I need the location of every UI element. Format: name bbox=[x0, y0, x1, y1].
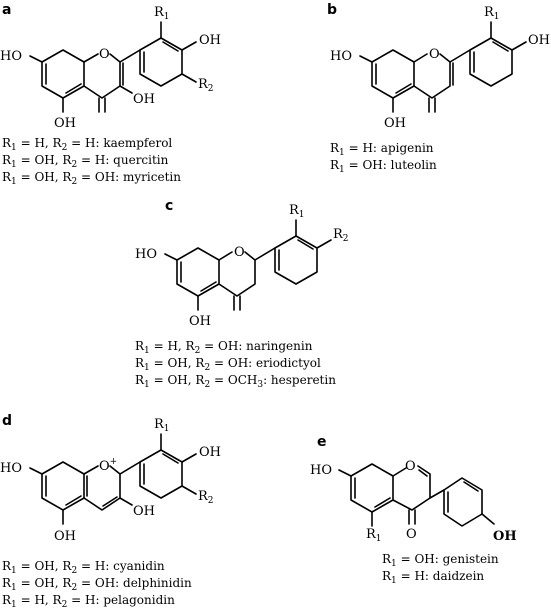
panel-b-captions: R1 = H: apigenin R1 = OH: luteolin bbox=[330, 141, 437, 175]
panel-a-r2: R2 bbox=[198, 77, 214, 94]
panel-c: c O HO OH R1 R2 R1 = H, R2 = OH: naringe… bbox=[135, 198, 349, 390]
panel-d-letter: d bbox=[2, 413, 12, 429]
panel-e-ring-oxygen: O bbox=[405, 459, 416, 474]
panel-e-ho-left: HO bbox=[310, 463, 332, 478]
panel-d-captions: R1 = OH, R2 = H: cyanidin R1 = OH, R2 = … bbox=[2, 559, 192, 608]
panel-b-oh-bottom: OH bbox=[384, 116, 406, 131]
panel-a: a O HO OH bbox=[0, 2, 221, 187]
panel-e-oh-right: OH bbox=[493, 529, 517, 544]
panel-b-structure: O HO OH OH R1 bbox=[330, 5, 550, 131]
panel-d-oh-bottom: OH bbox=[54, 529, 76, 544]
panel-c-ring-b bbox=[274, 235, 318, 285]
panel-b-ring-a bbox=[371, 49, 415, 99]
panel-a-letter: a bbox=[2, 2, 11, 18]
panel-c-ring-a bbox=[176, 247, 220, 297]
panel-d-ho-left: HO bbox=[0, 461, 22, 476]
panel-d-structure: O+ HO OH OH OH R1 R2 bbox=[0, 417, 221, 544]
panel-d-ring-oxygen: O+ bbox=[99, 457, 117, 474]
panel-a-oh-top: OH bbox=[199, 33, 221, 48]
panel-e-r1: R1 bbox=[366, 527, 382, 544]
panel-e-caption-1: R1 = OH: genistein bbox=[382, 552, 499, 569]
panel-c-structure: O HO OH R1 R2 bbox=[135, 203, 349, 329]
panel-d-r1: R1 bbox=[154, 417, 170, 434]
panel-a-ring-oxygen: O bbox=[99, 47, 110, 62]
panel-d-caption-3: R1 = H, R2 = H: pelagonidin bbox=[2, 593, 175, 608]
panel-c-caption-2: R1 = OH, R2 = OH: eriodictyol bbox=[135, 356, 321, 373]
panel-a-ring-a bbox=[41, 49, 85, 99]
panel-b-letter: b bbox=[327, 2, 337, 18]
panel-c-ho-left: HO bbox=[135, 247, 157, 262]
panel-e-structure: O O HO OH R1 bbox=[310, 459, 517, 544]
panel-d-oh-mid: OH bbox=[133, 504, 155, 519]
panel-c-captions: R1 = H, R2 = OH: naringenin R1 = OH, R2 … bbox=[135, 339, 336, 390]
panel-a-caption-3: R1 = OH, R2 = OH: myricetin bbox=[2, 170, 181, 187]
panel-e-keto-oxygen: O bbox=[406, 527, 417, 542]
panel-d-ring-a bbox=[41, 461, 85, 511]
panel-d-ring-b bbox=[139, 449, 183, 499]
panel-a-r1: R1 bbox=[154, 5, 170, 22]
panel-a-caption-1: R1 = H, R2 = H: kaempferol bbox=[2, 136, 172, 153]
panel-b-ho-left: HO bbox=[330, 49, 352, 64]
panel-c-caption-3: R1 = OH, R2 = OCH3: hesperetin bbox=[135, 373, 336, 390]
panel-b-caption-2: R1 = OH: luteolin bbox=[330, 158, 437, 175]
panel-d-caption-1: R1 = OH, R2 = H: cyanidin bbox=[2, 559, 165, 576]
panel-e-ring-a bbox=[350, 463, 394, 513]
panel-b-r1: R1 bbox=[484, 5, 500, 22]
panel-b-oh-top: OH bbox=[528, 33, 550, 48]
panel-a-ho-left: HO bbox=[0, 49, 22, 64]
panel-c-oh-bottom: OH bbox=[189, 314, 211, 329]
panel-c-ring-c bbox=[218, 251, 256, 297]
panel-e-letter: e bbox=[317, 434, 327, 450]
panel-a-caption-2: R1 = OH, R2 = H: quercitin bbox=[2, 153, 169, 170]
panel-c-r1: R1 bbox=[289, 203, 305, 220]
panel-b-ring-c bbox=[413, 53, 451, 99]
panel-a-ring-b bbox=[139, 37, 183, 87]
panel-b-ring-b bbox=[469, 37, 513, 87]
panel-e-ring-b bbox=[443, 477, 483, 527]
panel-a-structure: O HO OH OH OH R1 R2 bbox=[0, 5, 221, 131]
panel-b-caption-1: R1 = H: apigenin bbox=[330, 141, 434, 158]
panel-d-oh-top: OH bbox=[199, 445, 221, 460]
panel-c-letter: c bbox=[165, 198, 173, 214]
panel-a-oh-mid: OH bbox=[133, 92, 155, 107]
panel-b: b O HO OH OH R1 R1 = H: apigenin R1 = bbox=[327, 2, 550, 175]
panel-d-r2: R2 bbox=[198, 489, 214, 506]
panel-b-ring-oxygen: O bbox=[429, 47, 440, 62]
panel-e-caption-2: R1 = H: daidzein bbox=[382, 569, 484, 586]
panel-c-r2: R2 bbox=[333, 227, 349, 244]
panel-d-caption-2: R1 = OH, R2 = OH: delphinidin bbox=[2, 576, 192, 593]
panel-e: e O O HO OH R1 R1 = OH: genistein R1 = H… bbox=[310, 434, 517, 586]
panel-c-caption-1: R1 = H, R2 = OH: naringenin bbox=[135, 339, 313, 356]
panel-a-oh-bottom: OH bbox=[54, 116, 76, 131]
panel-c-ring-oxygen: O bbox=[234, 245, 245, 260]
panel-d: d O+ HO OH OH OH R1 R2 R1 bbox=[0, 413, 221, 608]
panel-e-captions: R1 = OH: genistein R1 = H: daidzein bbox=[382, 552, 499, 586]
panel-a-captions: R1 = H, R2 = H: kaempferol R1 = OH, R2 =… bbox=[2, 136, 181, 187]
